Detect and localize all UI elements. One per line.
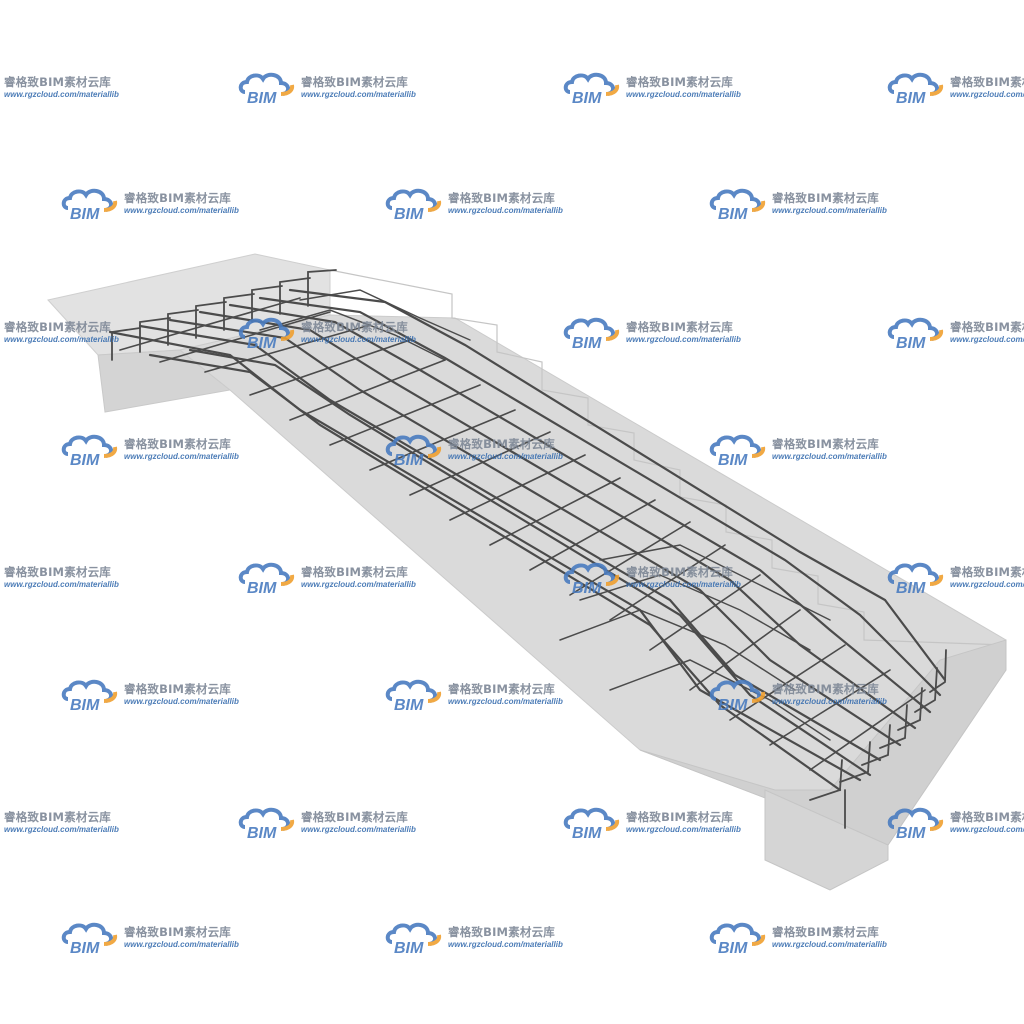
lower-hooked-bars <box>809 649 947 829</box>
upper-hooked-bars <box>111 269 337 361</box>
